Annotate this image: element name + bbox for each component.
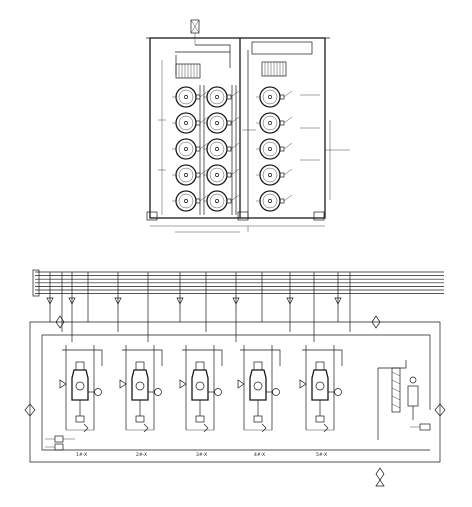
tank-right-1	[256, 86, 293, 108]
tank-middle-1	[203, 86, 240, 108]
base-pad-right	[313, 211, 325, 221]
legend	[375, 467, 385, 487]
junction-diamond-top-right	[371, 315, 381, 329]
tank-right-4	[256, 164, 293, 186]
header-lines	[35, 271, 444, 342]
base-pad-mid	[237, 211, 249, 221]
separator-vessel	[377, 360, 407, 440]
junction-diamond-right	[434, 403, 446, 417]
tank-middle-5	[203, 190, 240, 212]
unit-label-3: 3#-X	[196, 452, 207, 458]
tank-right-3	[256, 138, 293, 160]
process-unit-1: 1#-X	[59, 345, 103, 458]
tank-middle-3	[203, 138, 240, 160]
unit-label-1: 1#-X	[76, 452, 87, 458]
tank-right-5	[256, 190, 293, 212]
tank-left-5	[172, 190, 209, 212]
unit-group: 1#-X 2#-X 3#-X 4#-X 5#-X	[59, 345, 343, 458]
tank-middle-2	[203, 112, 240, 134]
stair-block-right	[261, 61, 287, 77]
pump-right	[407, 376, 431, 431]
base-pad-left	[146, 211, 158, 221]
tank-right-2	[256, 112, 293, 134]
unit-label-2: 2#-X	[136, 452, 147, 458]
process-unit-2: 2#-X	[119, 345, 163, 458]
main-loop	[29, 321, 441, 463]
process-unit-5: 5#-X	[299, 345, 343, 458]
unit-label-4: 4#-X	[254, 452, 265, 458]
inlet-instruments	[45, 435, 75, 451]
tank-group	[172, 86, 293, 212]
tank-left-1	[172, 86, 209, 108]
tank-middle-4	[203, 164, 240, 186]
plan-view	[146, 19, 350, 233]
unit-label-5: 5#-X	[316, 452, 327, 458]
tank-left-3	[172, 138, 209, 160]
tank-left-2	[172, 112, 209, 134]
process-flow-diagram: 1#-X 2#-X 3#-X 4#-X 5#-X	[24, 269, 446, 487]
junction-diamond-left	[24, 403, 36, 417]
stair-block-left	[175, 63, 201, 79]
process-unit-4: 4#-X	[237, 345, 281, 458]
tank-left-4	[172, 164, 209, 186]
junction-diamond-top-left	[55, 315, 65, 329]
process-unit-3: 3#-X	[179, 345, 223, 458]
